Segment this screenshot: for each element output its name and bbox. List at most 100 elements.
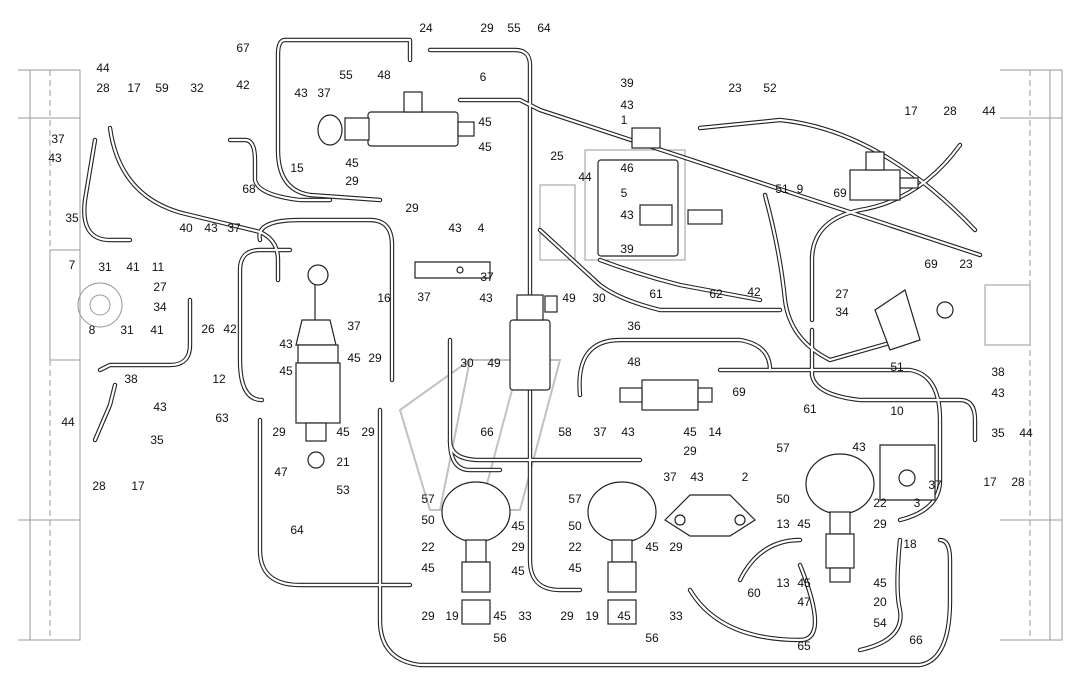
part-label: 19 (445, 609, 459, 623)
part-label: 5 (621, 186, 628, 200)
hose-17-lower-inner (93, 383, 117, 442)
part-label: 45 (873, 576, 887, 590)
part-label: 43 (479, 291, 493, 305)
part-label: 45 (279, 364, 293, 378)
part-label: 69 (732, 385, 746, 399)
part-label: 41 (126, 260, 140, 274)
part-label: 9 (797, 182, 804, 196)
part-label: 45 (617, 609, 631, 623)
part-label: 65 (797, 639, 811, 653)
part-label: 8 (89, 323, 96, 337)
part-label: 49 (562, 291, 576, 305)
part-label: 2 (742, 470, 749, 484)
part-label: 26 (201, 322, 215, 336)
part-label: 14 (708, 425, 722, 439)
part-label: 40 (179, 221, 193, 235)
hose-8 (97, 297, 193, 373)
part-label: 29 (272, 425, 286, 439)
part-label: 23 (959, 257, 973, 271)
part-label: 32 (190, 81, 204, 95)
part-label: 44 (578, 170, 592, 184)
hose-63-inner (238, 248, 292, 402)
hose-64-left (257, 417, 413, 588)
part-label: 33 (669, 609, 683, 623)
part-label: 37 (663, 470, 677, 484)
part-label: 45 (511, 564, 525, 578)
part-label: 4 (478, 221, 485, 235)
part-label: 42 (223, 322, 237, 336)
hose-61-right-inner (718, 368, 942, 522)
part-label: 36 (627, 319, 641, 333)
part-label: 17 (131, 479, 145, 493)
part-label: 69 (833, 186, 847, 200)
part-label: 37 (480, 270, 494, 284)
part-label: 15 (290, 161, 304, 175)
hose-64-left-inner (258, 418, 412, 587)
part-label: 28 (92, 479, 106, 493)
part-label: 29 (480, 21, 494, 35)
part-label: 31 (98, 260, 112, 274)
part-label: 57 (421, 492, 435, 506)
part-label: 48 (627, 355, 641, 369)
hose-52-inner (698, 118, 977, 232)
part-label: 50 (421, 513, 435, 527)
part-label: 29 (421, 609, 435, 623)
part-label: 42 (747, 285, 761, 299)
hose-7 (82, 137, 133, 243)
part-label: 51 (775, 182, 789, 196)
part-label: 43 (153, 400, 167, 414)
part-label: 66 (909, 633, 923, 647)
part-label: 22 (873, 496, 887, 510)
part-label: 56 (645, 631, 659, 645)
part-label: 17 (904, 104, 918, 118)
part-label: 50 (776, 492, 790, 506)
part-label: 45 (347, 351, 361, 365)
part-label: 45 (645, 540, 659, 554)
part-label: 47 (797, 595, 811, 609)
distributor-46 (597, 127, 723, 257)
part-label: 46 (620, 161, 634, 175)
part-label: 39 (620, 76, 634, 90)
part-label: 24 (419, 21, 433, 35)
part-label: 57 (776, 441, 790, 455)
part-label: 61 (803, 402, 817, 416)
part-label: 37 (51, 132, 65, 146)
part-label: 45 (336, 425, 350, 439)
part-label: 1 (621, 113, 628, 127)
hose-62 (597, 257, 763, 303)
part-label: 54 (873, 616, 887, 630)
hose-66-mid (447, 437, 643, 463)
part-label: 27 (153, 280, 167, 294)
part-label: 17 (127, 81, 141, 95)
part-label: 55 (507, 21, 521, 35)
bracket-mount-right (874, 289, 954, 351)
part-label: 45 (797, 576, 811, 590)
part-label: 45 (683, 425, 697, 439)
part-label: 28 (943, 104, 957, 118)
part-label: 44 (982, 104, 996, 118)
hose-9-inner (810, 143, 962, 322)
part-label: 45 (478, 140, 492, 154)
part-label: 28 (1011, 475, 1025, 489)
part-label: 45 (493, 609, 507, 623)
solenoid-valve (849, 151, 919, 201)
part-label: 62 (709, 287, 723, 301)
part-label: 48 (377, 68, 391, 82)
part-label: 45 (797, 517, 811, 531)
part-label: 30 (592, 291, 606, 305)
part-label: 31 (120, 323, 134, 337)
part-label: 38 (991, 365, 1005, 379)
part-label: 29 (368, 351, 382, 365)
part-label: 43 (204, 221, 218, 235)
part-label: 64 (537, 21, 551, 35)
accumulator-center (587, 481, 657, 625)
part-label: 45 (478, 115, 492, 129)
hose-lines-inner (83, 38, 982, 667)
part-label: 56 (493, 631, 507, 645)
part-label: 27 (835, 287, 849, 301)
part-label: 68 (242, 182, 256, 196)
hose-58 (527, 387, 583, 593)
part-label: 43 (48, 151, 62, 165)
